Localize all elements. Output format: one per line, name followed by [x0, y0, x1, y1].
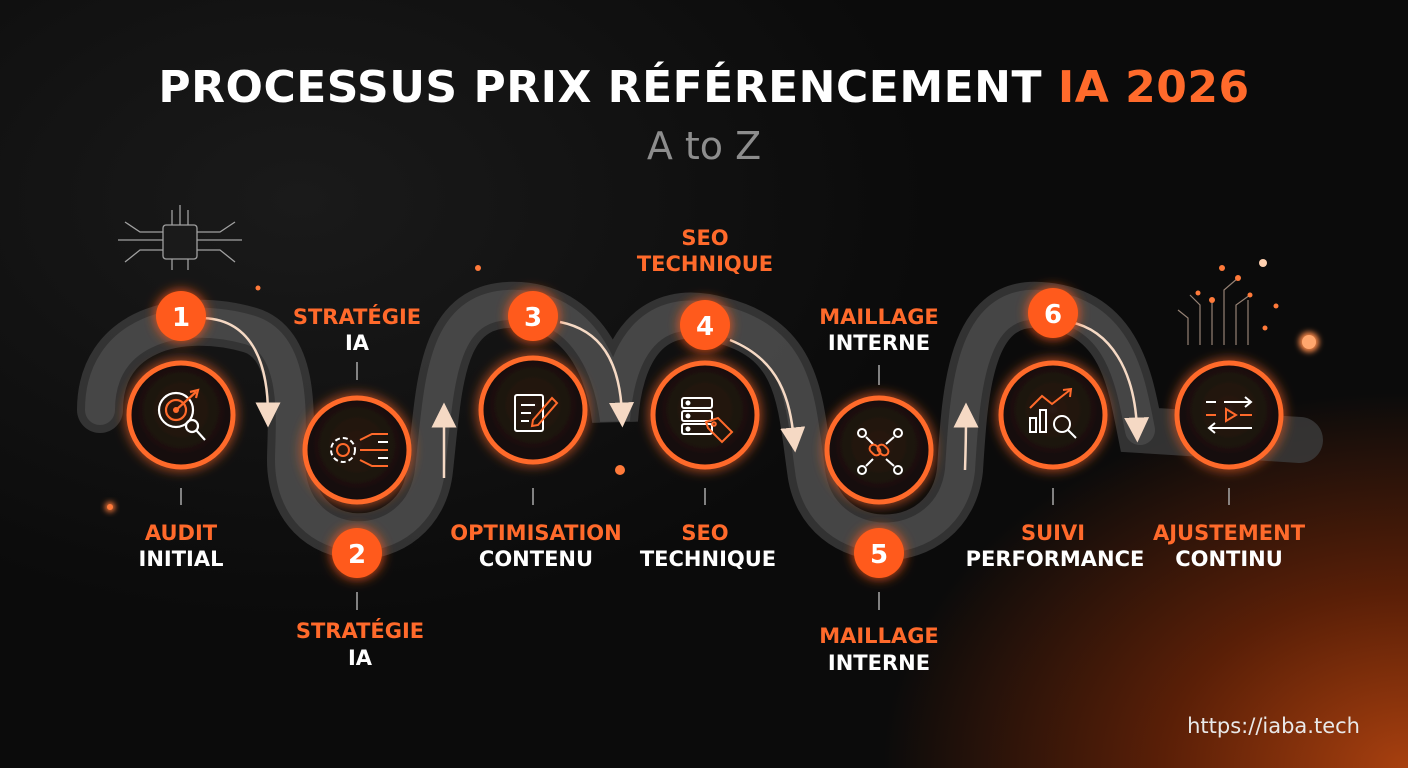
link-network-icon [857, 428, 903, 475]
step-node-6 [998, 360, 1108, 470]
step-label-line2: IA [348, 646, 373, 670]
step-badge-3: 3 [508, 291, 558, 341]
step-node-3 [478, 355, 588, 465]
step-label-line2: PERFORMANCE [966, 547, 1145, 571]
gear-strategy-icon [330, 433, 388, 467]
step-badge-4: 4 [680, 300, 730, 350]
step-number: 5 [870, 540, 888, 570]
title-main: PROCESSUS PRIX RÉFÉRENCEMENT [158, 62, 1043, 113]
step-number: 2 [348, 540, 366, 570]
step-label-line1: STRATÉGIE [296, 618, 424, 643]
step-node-7 [1174, 360, 1284, 470]
number-badges: 1 2 3 4 5 6 [156, 288, 1078, 578]
step-label-line2: INITIAL [139, 547, 224, 571]
step-label-line2: INTERNE [828, 651, 930, 675]
seo-top-line2: TECHNIQUE [637, 252, 773, 276]
target-search-icon [157, 388, 206, 441]
step-label-line1: OPTIMISATION [450, 521, 621, 545]
footer-url: https://iaba.tech [1187, 714, 1360, 738]
decorative-dots [105, 259, 1319, 512]
step-label-line2: CONTINU [1175, 547, 1283, 571]
page-title: PROCESSUS PRIX RÉFÉRENCEMENT IA 2026 [0, 62, 1408, 113]
step-badge-2: 2 [332, 528, 382, 578]
page-subtitle: A to Z [646, 124, 762, 168]
circuit-lines-icon [1177, 277, 1251, 345]
step-number: 6 [1044, 300, 1062, 330]
adjust-arrows-icon [1206, 396, 1253, 434]
step-node-5 [824, 395, 934, 505]
step-node-1 [126, 360, 236, 470]
step-number: 1 [172, 303, 190, 333]
strategie-top-line1: STRATÉGIE [293, 304, 421, 329]
server-tag-icon [681, 397, 734, 444]
connector-ticks [180, 362, 1230, 610]
step-node-2 [302, 395, 412, 505]
step-label-line1: SUIVI [1021, 521, 1085, 545]
chart-search-icon [1029, 387, 1077, 439]
step-label-line1: MAILLAGE [819, 624, 939, 648]
step-label-line1: SEO [681, 521, 728, 545]
step-badge-1: 1 [156, 291, 206, 341]
step-number: 3 [524, 303, 542, 333]
step-label-line2: CONTENU [479, 547, 593, 571]
step-badge-5: 5 [854, 528, 904, 578]
strategie-top-line2: IA [345, 331, 370, 355]
maillage-top-line1: MAILLAGE [819, 305, 939, 329]
step-labels: AUDIT INITIAL STRATÉGIE IA STRATÉGIE IA … [139, 226, 1306, 675]
seo-top-line1: SEO [681, 226, 728, 250]
circuit-chip-icon [118, 205, 242, 270]
edit-document-icon [514, 394, 559, 432]
step-number: 4 [696, 312, 714, 342]
maillage-top-line2: INTERNE [828, 331, 930, 355]
step-label-line1: AUDIT [145, 521, 218, 545]
step-nodes [126, 355, 1284, 505]
step-label-line2: TECHNIQUE [640, 547, 776, 571]
step-label-line1: AJUSTEMENT [1153, 521, 1306, 545]
step-badge-6: 6 [1028, 288, 1078, 338]
flow-arrows [199, 316, 1150, 478]
step-node-4 [650, 360, 760, 470]
title-accent: IA 2026 [1057, 62, 1250, 113]
